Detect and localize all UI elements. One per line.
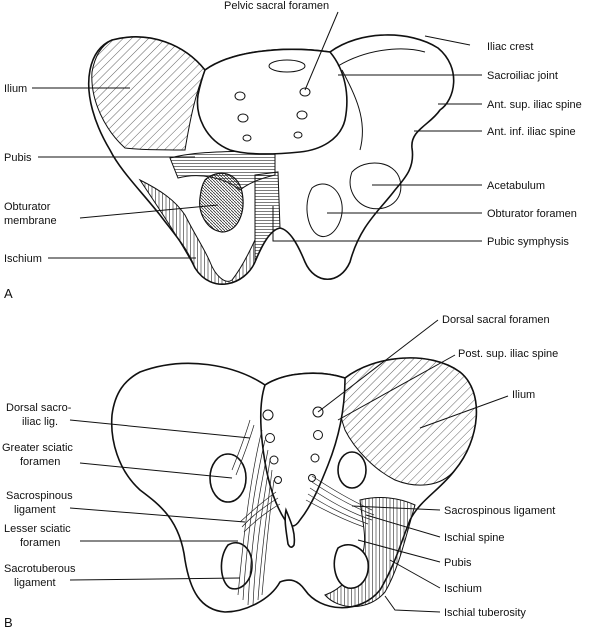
- label-pelvic-sacral-foramen: Pelvic sacral foramen: [224, 0, 329, 12]
- label-obturator-foramen: Obturator foramen: [487, 208, 577, 220]
- sacrum-b: [259, 372, 346, 527]
- leader-pubic-symphysis: [272, 206, 482, 242]
- sacral-foramen-a-6: [293, 131, 303, 139]
- dorsal-sacral-foramen-3: [265, 433, 275, 443]
- ilium-b-hatch: [338, 357, 477, 486]
- sacral-foramen-a-4: [296, 110, 308, 120]
- leader-greater-sciatic-foramen: [79, 462, 233, 479]
- right-sciatic-notch-b: [337, 451, 367, 489]
- leader-ischial-tuberosity: [384, 595, 441, 613]
- right-ligaments-b: [305, 475, 375, 528]
- label-ischial-spine: Ischial spine: [444, 532, 505, 544]
- dorsal-sacral-foramen-4: [313, 430, 323, 440]
- coccyx-b: [284, 507, 296, 548]
- sacral-foramen-a-1: [234, 91, 246, 101]
- label-greater-sciatic-foramen-2: foramen: [20, 456, 60, 468]
- sacral-foramen-a-5: [242, 134, 252, 142]
- sacrum-a: [196, 48, 348, 155]
- label-dorsal-sacroiliac-lig-1: Dorsal sacro-: [6, 402, 72, 414]
- leader-sacrotuberous-ligament: [69, 577, 241, 581]
- label-post-sup-iliac-spine: Post. sup. iliac spine: [458, 348, 558, 360]
- leader-sacrospinous-right: [351, 505, 441, 511]
- dorsal-sacral-foramen-7: [274, 476, 282, 484]
- leader-pubis-b: [357, 539, 441, 563]
- label-lesser-sciatic-foramen-2: foramen: [20, 537, 60, 549]
- symphysis-a-hatch: [254, 171, 281, 263]
- sacral-foramen-a-2: [299, 87, 311, 97]
- label-sacrotuberous-ligament-2: ligament: [14, 577, 56, 589]
- acetabulum-a: [349, 162, 402, 210]
- obturator-membrane-a: [199, 172, 244, 233]
- label-pubis-b: Pubis: [444, 557, 472, 569]
- right-iliac-inner-a: [341, 69, 363, 151]
- leader-ischium-b: [389, 559, 441, 589]
- leader-post-sup-iliac-spine: [337, 354, 456, 421]
- dorsal-sacral-foramen-6: [310, 453, 320, 463]
- panel-a-letter: A: [4, 286, 13, 301]
- ischium-a-hatch: [138, 178, 256, 285]
- dorsal-sacroiliac-ligament-b: [231, 419, 255, 476]
- sacral-promontory-a: [268, 59, 306, 73]
- label-pubic-symphysis: Pubic symphysis: [487, 236, 569, 248]
- dorsal-sacral-foramen-2: [312, 406, 324, 418]
- label-obturator-membrane-1: Obturator: [4, 201, 51, 213]
- label-dorsal-sacral-foramen: Dorsal sacral foramen: [442, 314, 550, 326]
- label-sacrospinous-right: Sacrospinous ligament: [444, 505, 555, 517]
- label-greater-sciatic-foramen-1: Greater sciatic: [2, 442, 73, 454]
- panel-b-posterior-view: B Dorsal sacral foramen Post. sup. iliac…: [2, 314, 558, 630]
- iliac-crest-a: [337, 48, 426, 67]
- label-sacrotuberous-ligament-1: Sacrotuberous: [4, 563, 76, 575]
- leader-dorsal-sacral-foramen: [317, 319, 439, 413]
- leader-ilium-b: [419, 395, 509, 429]
- label-ant-inf-iliac-spine: Ant. inf. iliac spine: [487, 126, 576, 138]
- label-sacrospinous-left-2: ligament: [14, 504, 56, 516]
- label-ilium-b: Ilium: [512, 389, 535, 401]
- label-ischium-b: Ischium: [444, 583, 482, 595]
- ilium-a-hatch: [91, 36, 206, 151]
- leader-sacrospinous-left: [69, 507, 246, 523]
- label-sacroiliac-joint: Sacroiliac joint: [487, 70, 558, 82]
- leader-pelvic-sacral-foramen: [304, 11, 339, 91]
- label-iliac-crest: Iliac crest: [487, 41, 533, 53]
- label-sacrospinous-left-1: Sacrospinous: [6, 490, 73, 502]
- leader-iliac-crest: [424, 35, 471, 46]
- label-obturator-membrane-2: membrane: [4, 215, 57, 227]
- label-ant-sup-iliac-spine: Ant. sup. iliac spine: [487, 99, 582, 111]
- dorsal-sacral-foramen-1: [262, 409, 274, 421]
- leader-obturator-membrane: [79, 204, 219, 219]
- label-ilium-a: Ilium: [4, 83, 27, 95]
- panel-b-letter: B: [4, 615, 13, 630]
- label-acetabulum: Acetabulum: [487, 180, 545, 192]
- obturator-foramen-b: [333, 544, 370, 589]
- label-ischium-a: Ischium: [4, 253, 42, 265]
- panel-a-anterior-view: A Pelvic sacral foramen Iliac crest Sacr…: [4, 0, 582, 301]
- left-ligaments-b: [237, 429, 281, 606]
- leader-ischial-spine: [365, 514, 441, 538]
- label-ischial-tuberosity: Ischial tuberosity: [444, 607, 526, 619]
- sacral-foramen-a-3: [237, 113, 249, 123]
- obturator-foramen-a: [306, 183, 343, 238]
- label-pubis-a: Pubis: [4, 152, 32, 164]
- leader-dorsal-sacroiliac-lig: [69, 419, 251, 439]
- label-dorsal-sacroiliac-lig-2: iliac lig.: [22, 416, 58, 428]
- label-lesser-sciatic-foramen-1: Lesser sciatic: [4, 523, 71, 535]
